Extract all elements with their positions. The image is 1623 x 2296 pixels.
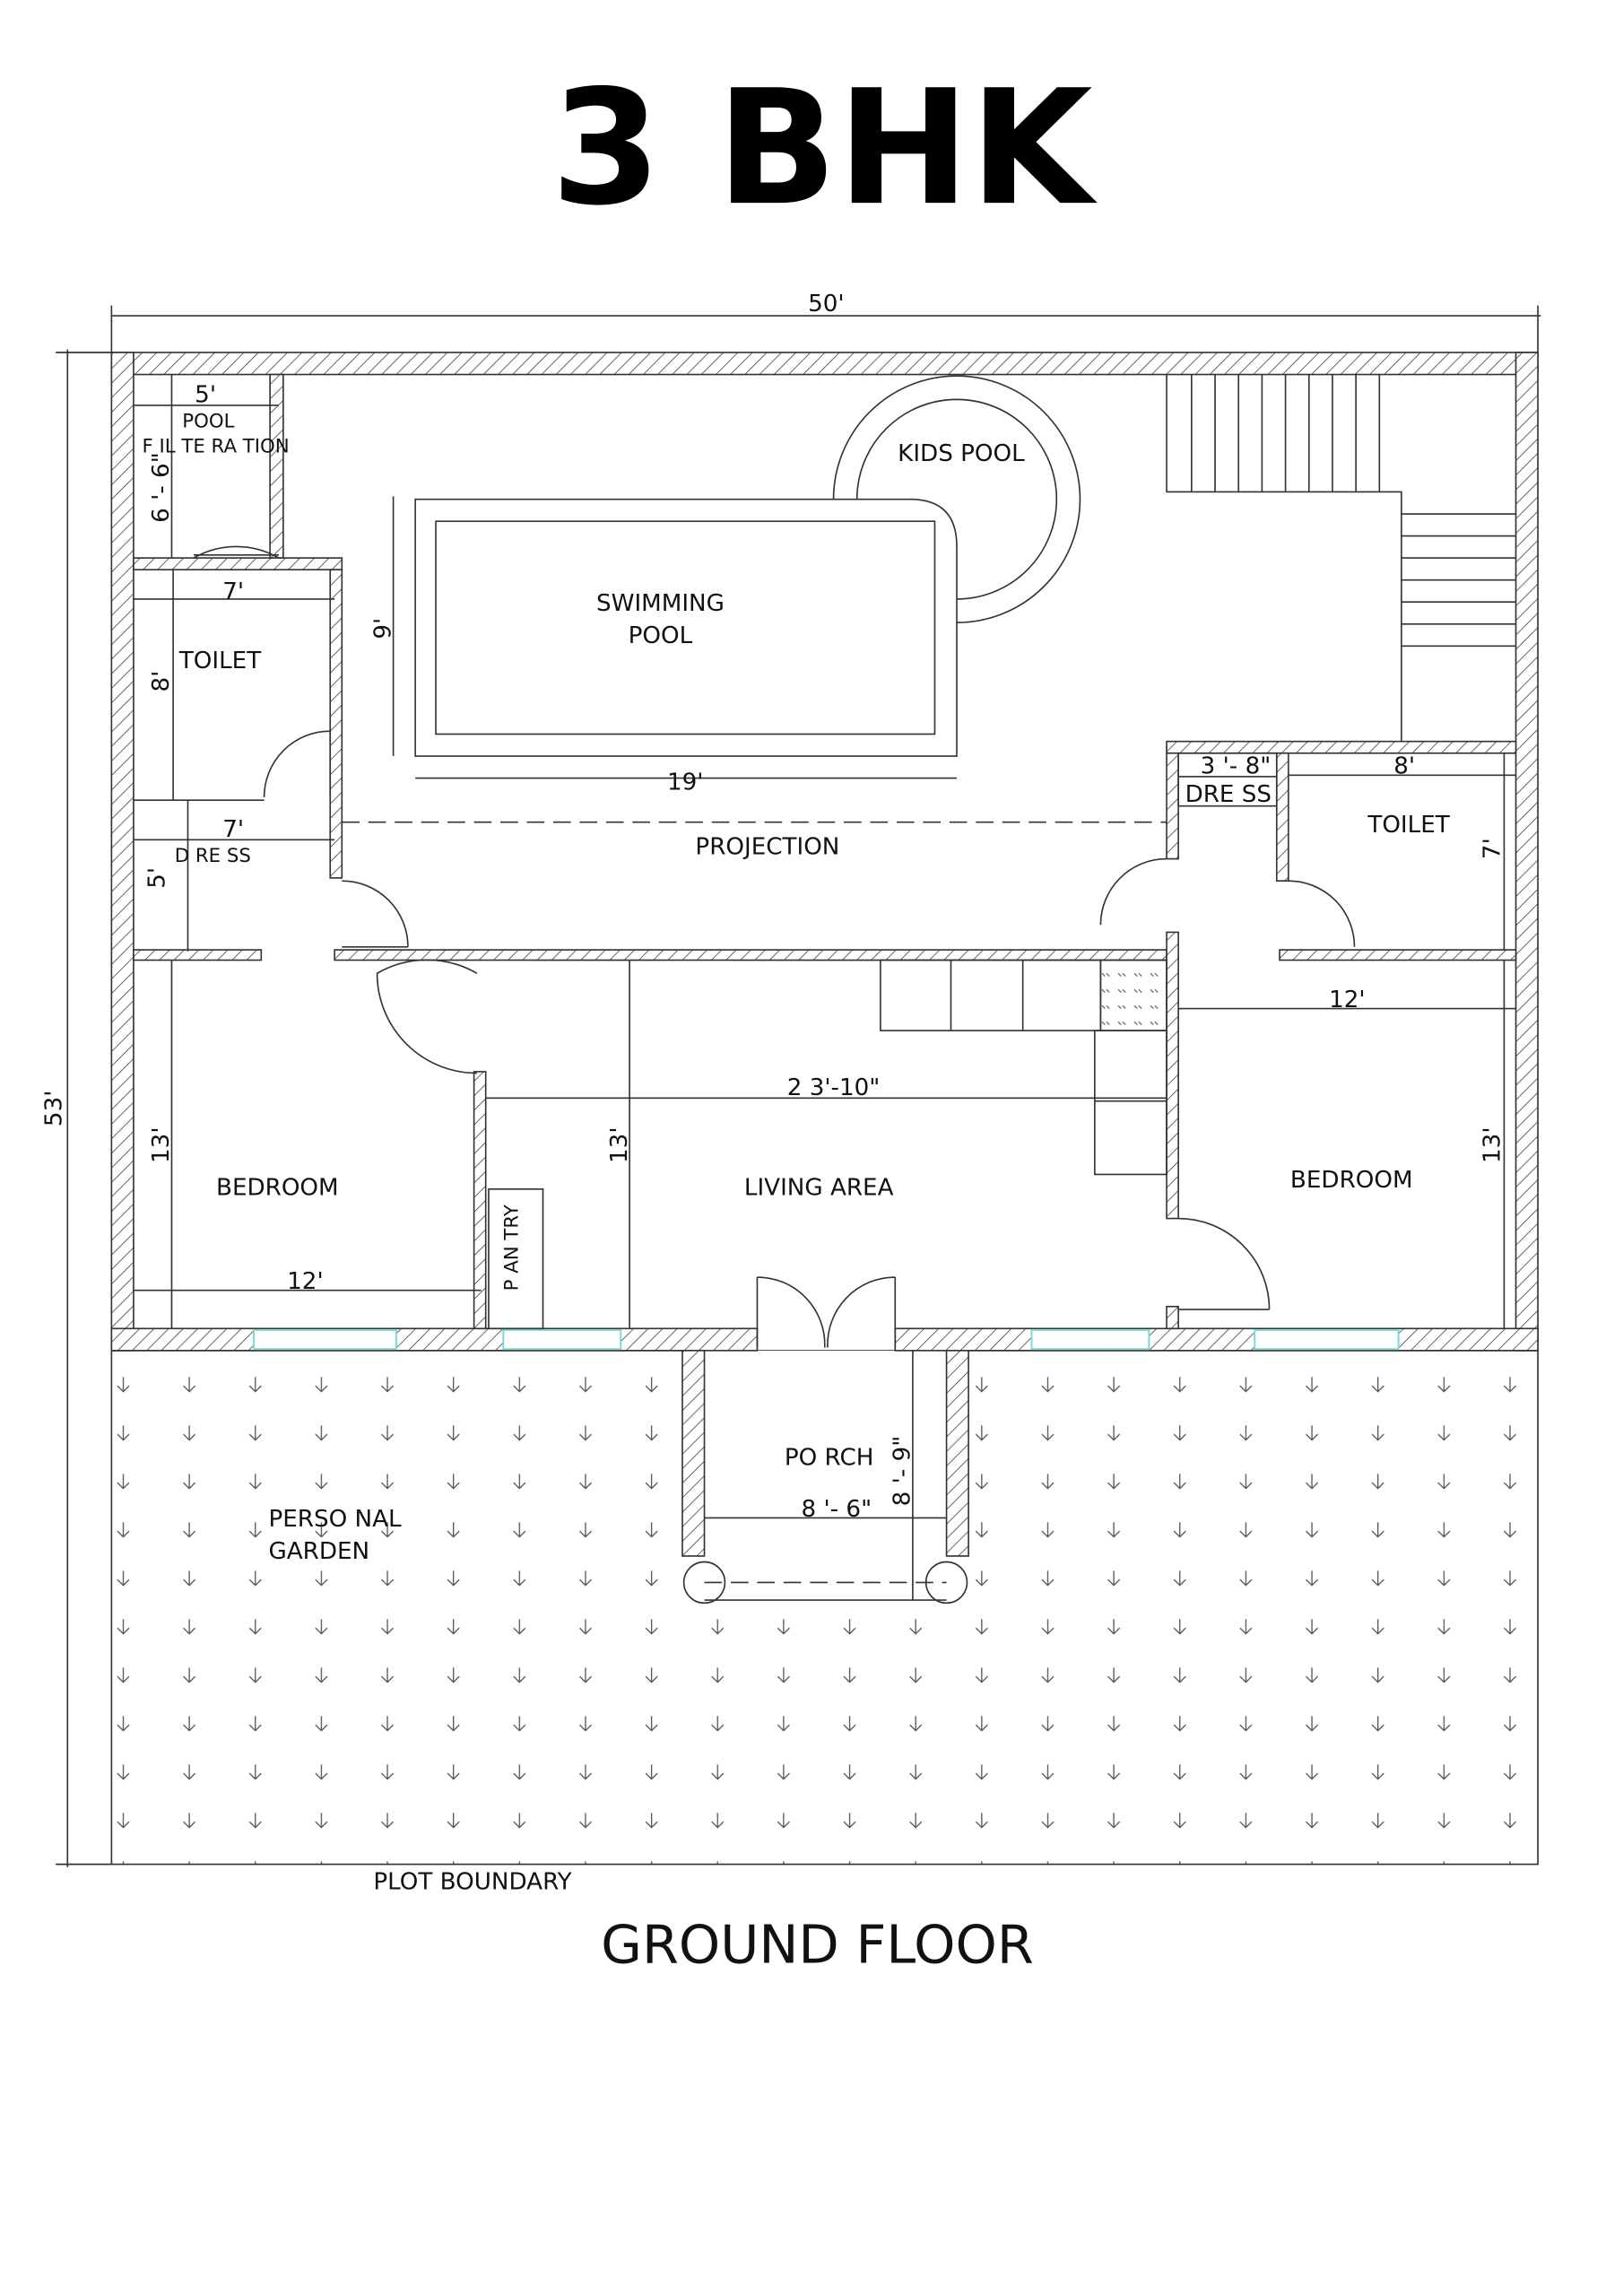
toilet-left-width: 7'	[222, 578, 244, 605]
pantry	[488, 1188, 544, 1330]
toilet-right-label: TOILET	[1367, 812, 1450, 839]
doors	[193, 545, 1356, 1348]
dress-right-width: 3 '- 8"	[1201, 753, 1271, 780]
pool-filtration-label-1: POOL	[182, 410, 234, 432]
swimming-pool-label-2: POOL	[629, 622, 693, 649]
living-depth: 13'	[606, 1126, 633, 1163]
overall-depth-label: 53'	[41, 1091, 68, 1127]
plot-boundary-label: PLOT BOUNDARY	[373, 1868, 572, 1895]
porch-width: 8 '- 6"	[802, 1496, 872, 1523]
bedroom-right-label: BEDROOM	[1290, 1167, 1413, 1194]
bedroom-left-depth: 13'	[148, 1126, 175, 1163]
bedroom-right-width: 12'	[1329, 987, 1366, 1013]
projection-label: PROJECTION	[695, 834, 839, 861]
outer-walls	[110, 352, 1539, 1352]
porch-depth: 8 '- 9"	[890, 1436, 916, 1507]
overall-width-dimension: 50'	[110, 291, 1541, 353]
swimming-pool: SWIMMING POOL 19' 9'	[369, 496, 958, 796]
porch-label: PO RCH	[785, 1444, 874, 1471]
kids-pool: KIDS POOL	[832, 375, 1081, 623]
overall-width-label: 50'	[808, 291, 845, 317]
living-label: LIVING AREA	[744, 1174, 894, 1201]
staircase	[1166, 374, 1516, 742]
toilet-right-depth: 7'	[1480, 838, 1506, 859]
windows	[253, 950, 1400, 1351]
garden-label-2: GARDEN	[268, 1538, 369, 1565]
toilet-right-width: 8'	[1393, 753, 1415, 780]
living-width: 2 3'-10"	[787, 1074, 881, 1101]
pool-filtration-label-2: F IL TE RA TION	[142, 435, 289, 457]
pantry-label: P AN TRY	[501, 1204, 524, 1291]
pool-filtration-depth: 6 '- 6"	[148, 452, 175, 523]
bedroom-left-label: BEDROOM	[216, 1174, 339, 1201]
toilet-left-label: TOILET	[178, 648, 262, 674]
garden-area: PERSO NAL GARDEN	[110, 1350, 1539, 1866]
inner-walls	[133, 373, 1517, 1557]
swimming-pool-label-1: SWIMMING	[596, 590, 725, 617]
bedroom-left-width: 12'	[287, 1268, 324, 1295]
porch: PO RCH 8 '- 6" 8 '- 9"	[682, 1350, 968, 1605]
floor-label: GROUND FLOOR	[601, 1913, 1033, 1975]
dress-left-label: D RE SS	[175, 845, 251, 867]
swimming-pool-width: 19'	[667, 770, 704, 796]
kitchen-counter	[880, 959, 1167, 1176]
dress-right-label: DRE SS	[1185, 781, 1271, 808]
dress-left-width: 7'	[222, 816, 244, 843]
toilet-left-depth: 8'	[148, 671, 175, 692]
page-title: 3 BHK	[551, 56, 1098, 240]
overall-depth-dimension: 53'	[41, 349, 112, 1867]
swimming-pool-depth: 9'	[369, 618, 396, 639]
dress-left-depth: 5'	[143, 867, 170, 889]
kids-pool-label: KIDS POOL	[898, 440, 1025, 467]
garden-label-1: PERSO NAL	[268, 1506, 402, 1533]
pool-filtration-width: 5'	[195, 382, 216, 409]
bedroom-right-depth: 13'	[1480, 1126, 1506, 1163]
